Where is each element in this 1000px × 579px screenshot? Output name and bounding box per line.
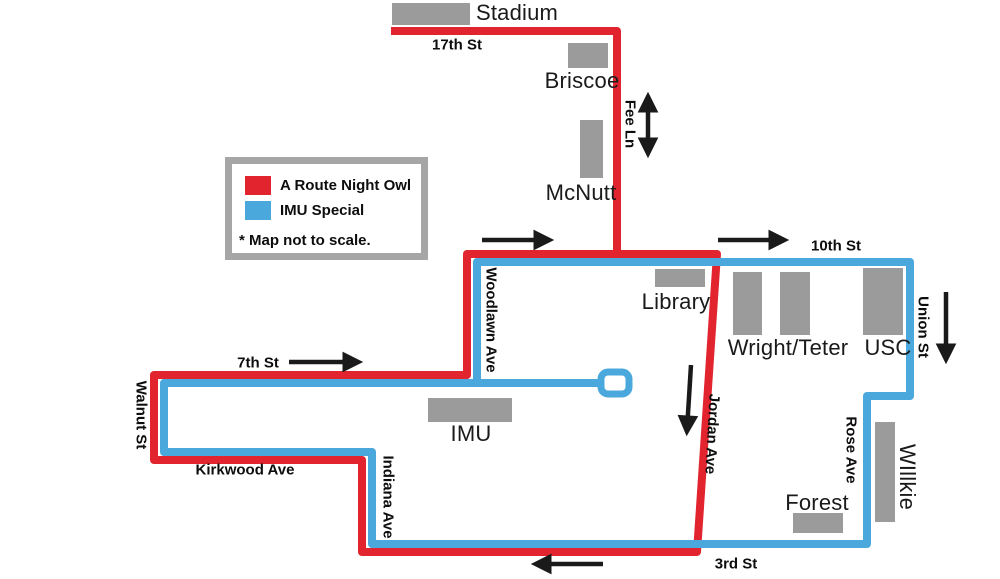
building-label-usc: USC [864,335,912,360]
building-label-library: Library [641,289,711,314]
building-label-stadium: Stadium [475,0,559,25]
building-label-wright-teter: Wright/Teter [727,335,849,360]
imu-building [428,398,512,422]
usc-building [863,268,903,335]
route-blue-loop [160,258,914,548]
legend: A Route Night Owl IMU Special * Map not … [225,157,428,260]
street-label-10th-st: 10th St [810,237,862,255]
street-label-fee-ln: Fee Ln [621,99,639,149]
route-red-fee-spur [391,27,621,254]
legend-blue-route-label: IMU Special [280,202,365,219]
street-label-7th-st: 7th St [237,354,279,372]
legend-row-blue-route: IMU Special [245,198,421,223]
route-blue-group [160,258,914,548]
blue-route-swatch-icon [245,201,271,220]
building-label-briscoe: Briscoe [544,68,620,93]
building-label-willkie: WIllkie [895,443,920,511]
building-label-forest: Forest [785,490,849,515]
direction-arrows-group [289,91,957,575]
wright-building [733,272,762,335]
imu-turnaround-loop [597,368,633,398]
building-label-mcnutt: McNutt [545,180,617,205]
buildings-group [392,3,903,533]
street-label-woodlawn-ave: Woodlawn Ave [482,267,500,373]
legend-row-red-route: A Route Night Owl [245,173,421,198]
street-label-indiana-ave: Indiana Ave [379,455,397,539]
jordan-ave-down-arrow-icon [677,364,699,437]
street-label-kirkwood-ave: Kirkwood Ave [195,461,295,479]
mcnutt-building [580,120,603,178]
red-route-swatch-icon [245,176,271,195]
street-label-17th-st: 17th St [431,36,483,54]
building-label-imu: IMU [450,421,492,446]
legend-scale-note: * Map not to scale. [239,232,371,249]
forest-building [793,513,843,533]
street-label-union-st: Union St [914,296,932,358]
street-label-rose-ave: Rose Ave [842,416,860,484]
street-label-3rd-st: 3rd St [714,555,758,573]
stadium-building [392,3,470,25]
briscoe-building [568,43,608,68]
route-red-loop [150,250,721,556]
teter-building [780,272,810,335]
willkie-building [875,422,895,522]
library-building [655,269,705,287]
legend-red-route-label: A Route Night Owl [280,177,412,194]
route-red-group [150,27,721,556]
street-label-walnut-st: Walnut St [132,380,150,450]
